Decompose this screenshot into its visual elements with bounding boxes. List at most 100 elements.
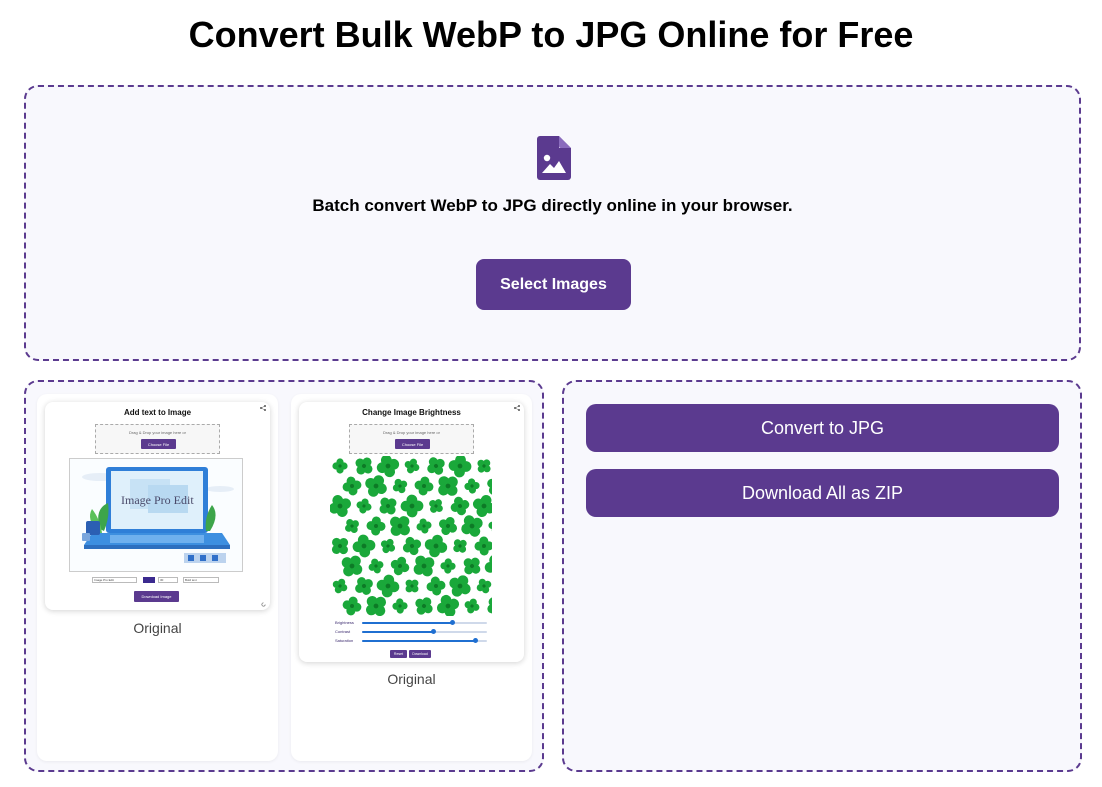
clover-leaf <box>332 458 348 474</box>
clover-leaf <box>392 478 408 494</box>
share-icon <box>514 405 520 411</box>
clover-leaf <box>356 498 372 514</box>
clover-leaf <box>352 534 376 558</box>
clover-leaf <box>464 478 480 494</box>
clover-leaf <box>342 596 362 616</box>
convert-to-jpg-button[interactable]: Convert to JPG <box>586 404 1059 452</box>
clover-leaf <box>330 495 351 517</box>
clover-leaf <box>463 557 481 575</box>
clover-leaf <box>448 456 472 478</box>
clover-leaf <box>449 575 471 597</box>
clover-leaf <box>440 558 456 574</box>
clover-leaf <box>331 537 349 555</box>
clover-leaf <box>438 476 458 496</box>
image-thumbnail[interactable]: Add text to Image Drag & Drop your image… <box>45 402 270 610</box>
font-select: Bold text <box>183 577 219 583</box>
actions-panel: Convert to JPG Download All as ZIP <box>562 380 1082 772</box>
clover-leaf <box>487 478 492 495</box>
clover-leaf <box>427 457 445 475</box>
select-images-button[interactable]: Select Images <box>476 259 631 310</box>
clover-leaf <box>376 574 400 598</box>
clover-leaf <box>414 476 434 496</box>
clover-leaf <box>379 497 397 515</box>
clover-leaf <box>424 534 448 558</box>
image-thumbnail[interactable]: Change Image Brightness Drag & Drop your… <box>299 402 524 662</box>
thumbnail-title: Change Image Brightness <box>362 408 461 417</box>
original-label: Original <box>387 671 436 687</box>
clover-leaf <box>390 556 410 576</box>
clover-leaf <box>400 494 424 518</box>
clover-leaf <box>426 576 446 596</box>
thumbnail-canvas: Image Pro Edit <box>69 458 243 572</box>
clover-leaf <box>342 476 362 496</box>
canvas-overlay-text: Image Pro Edit <box>121 493 194 507</box>
thumbnail-choose-button: Choose File <box>395 439 430 449</box>
color-swatch <box>143 577 155 583</box>
refresh-icon <box>261 602 266 607</box>
slider-label: Brightness <box>335 620 354 625</box>
size-input: 30 <box>158 577 178 583</box>
text-input: Image Pro Edit <box>92 577 137 583</box>
contrast-slider: Contrast <box>335 629 495 635</box>
thumbnail-title: Add text to Image <box>123 408 192 417</box>
preview-area: Add text to Image Drag & Drop your image… <box>24 380 544 772</box>
clover-leaf <box>368 558 384 574</box>
upload-description: Batch convert WebP to JPG directly onlin… <box>312 196 793 215</box>
thumbnail-reset-button: Reset <box>390 650 407 658</box>
clover-leaf <box>376 456 400 478</box>
thumbnail-drop-text: Drag & Drop your image here or <box>129 430 186 435</box>
clover-leaf <box>438 516 458 536</box>
thumbnail-drop-text: Drag & Drop your image here or <box>383 430 440 435</box>
clover-leaf <box>487 597 492 614</box>
clover-leaf <box>404 458 420 474</box>
download-zip-button[interactable]: Download All as ZIP <box>586 469 1059 517</box>
clover-leaf <box>413 555 435 577</box>
laptop-illustration: Image Pro Edit <box>82 467 234 563</box>
image-preview-card: Change Image Brightness Drag & Drop your… <box>291 394 532 761</box>
clover-leaf <box>405 579 419 593</box>
clover-leaf <box>450 496 470 516</box>
clover-leaf <box>415 597 433 615</box>
clover-leaf <box>365 475 387 497</box>
clover-leaf <box>402 536 422 556</box>
brightness-slider: Brightness <box>335 620 495 626</box>
page-title: Convert Bulk WebP to JPG Online for Free <box>188 14 914 55</box>
clover-leaf <box>355 577 373 595</box>
clover-leaf <box>453 539 467 553</box>
image-preview-card: Add text to Image Drag & Drop your image… <box>37 394 278 761</box>
slider-label: Saturation <box>335 638 354 643</box>
clover-leaf <box>345 519 359 533</box>
clover-leaf <box>488 521 492 534</box>
thumbnail-dropzone: Drag & Drop your image here or Choose Fi… <box>349 424 474 454</box>
clover-leaf <box>436 594 460 616</box>
clover-pattern-image <box>330 456 492 616</box>
clover-leaf <box>366 596 386 616</box>
clover-leaf <box>390 516 410 536</box>
thumbnail-choose-button: Choose File <box>141 439 176 449</box>
thumbnail-controls: Image Pro Edit 30 Bold text <box>45 577 270 585</box>
clover-leaf <box>461 515 483 537</box>
upload-dropzone[interactable]: Batch convert WebP to JPG directly onlin… <box>24 85 1081 361</box>
thumbnail-dropzone: Drag & Drop your image here or Choose Fi… <box>95 424 220 454</box>
clover-leaf <box>464 598 480 614</box>
original-label: Original <box>133 620 182 636</box>
clover-leaf <box>429 499 443 513</box>
clover-leaf <box>332 578 348 594</box>
clover-leaf <box>355 457 373 475</box>
file-image-icon <box>537 136 571 180</box>
saturation-slider: Saturation <box>335 638 495 644</box>
share-icon <box>260 405 266 411</box>
thumbnail-download-button: Download <box>409 650 431 658</box>
clover-leaf <box>472 494 492 518</box>
clover-leaf <box>476 578 492 594</box>
clover-leaf <box>477 459 491 473</box>
thumbnail-download-button: Download Image <box>134 591 179 602</box>
clover-leaf <box>484 554 492 578</box>
clover-leaf <box>416 518 432 534</box>
slider-label: Contrast <box>335 629 351 634</box>
clover-leaf <box>341 555 363 577</box>
clover-leaf <box>474 536 492 556</box>
clover-leaf <box>392 598 408 614</box>
clover-leaf <box>380 538 396 554</box>
clover-leaf <box>366 516 386 536</box>
